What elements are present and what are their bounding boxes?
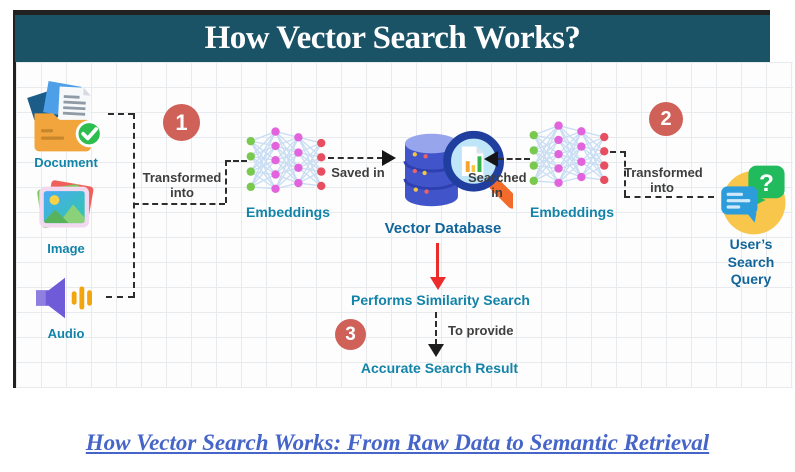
arrow-down-red-icon xyxy=(430,277,446,290)
searched-in-label: Searched in xyxy=(468,170,527,200)
arrow-down-icon xyxy=(428,344,444,357)
transformed-into-right-label: Transformed into xyxy=(624,165,703,195)
saved-in-label: Saved in xyxy=(331,165,385,180)
embeddings-network-left-icon xyxy=(245,124,327,204)
saved-in-dashed-line xyxy=(328,157,383,159)
image-label: Image xyxy=(47,241,85,256)
connector-into-embeddings-line xyxy=(225,160,247,162)
connector-audio-line xyxy=(106,296,134,298)
frame-left-line xyxy=(13,10,16,388)
document-label: Document xyxy=(34,155,98,170)
audio-label: Audio xyxy=(47,326,85,341)
connector-right-vertical-line xyxy=(624,151,626,196)
figure-caption: How Vector Search Works: From Raw Data t… xyxy=(85,430,710,455)
connector-right-out-line xyxy=(610,151,626,153)
searched-in-dashed-line xyxy=(498,158,530,160)
step-2-badge: 2 xyxy=(649,102,683,136)
connector-left-vertical-line xyxy=(133,113,135,298)
step-3-badge: 3 xyxy=(335,319,366,350)
embeddings-right-label: Embeddings xyxy=(529,204,614,220)
audio-icon xyxy=(30,272,100,324)
header-bar: How Vector Search Works? xyxy=(15,15,770,62)
image-icon xyxy=(30,176,102,240)
similarity-arrow-line xyxy=(436,243,439,279)
user-query-icon: ? xyxy=(712,162,792,235)
user-query-label: User’s Search Query xyxy=(727,236,775,287)
diagram-title: How Vector Search Works? xyxy=(204,20,581,56)
to-provide-label: To provide xyxy=(448,323,514,338)
to-provide-dashed-line xyxy=(435,312,437,345)
performs-similarity-label: Performs Similarity Search xyxy=(351,292,530,308)
diagram-grid-background xyxy=(16,62,793,388)
vector-database-label: Vector Database xyxy=(384,220,502,237)
arrow-left-icon xyxy=(484,151,498,167)
svg-text:?: ? xyxy=(759,170,774,197)
result-label: Accurate Search Result xyxy=(360,360,519,376)
frame-top-line xyxy=(15,10,770,15)
connector-query-line xyxy=(624,196,714,198)
document-icon xyxy=(24,80,108,156)
step-1-badge: 1 xyxy=(163,104,200,141)
magnifier-icon xyxy=(443,130,513,209)
connector-transform-left-line xyxy=(133,203,225,205)
arrow-right-icon xyxy=(382,150,396,166)
transformed-into-left-label: Transformed into xyxy=(142,170,222,200)
embeddings-left-label: Embeddings xyxy=(245,204,330,220)
vector-database-icon xyxy=(395,122,513,220)
connector-document-line xyxy=(108,113,134,115)
connector-transform-left-riser xyxy=(225,160,227,203)
embeddings-network-right-icon xyxy=(528,118,610,198)
